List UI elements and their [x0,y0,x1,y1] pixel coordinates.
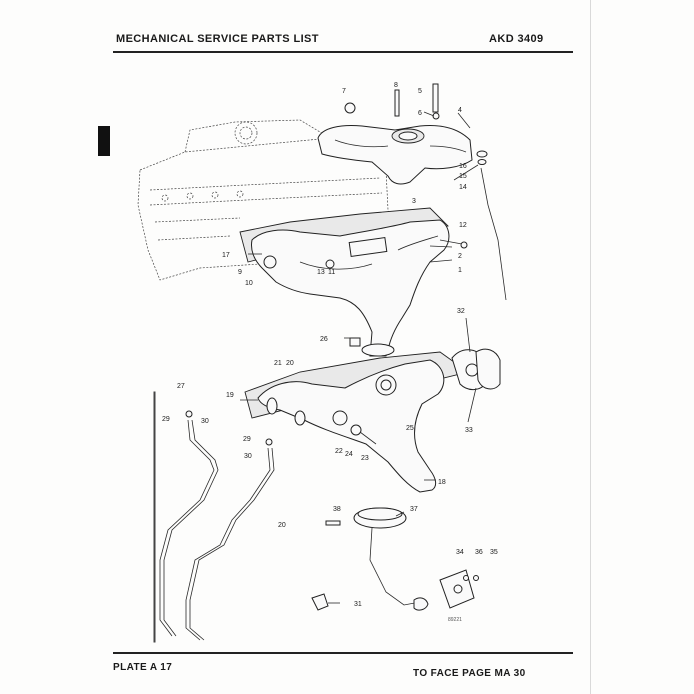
callout-34: 34 [456,549,464,556]
clamp-and-bracket [311,507,479,611]
footer-rule [113,652,573,654]
callout-21: 21 [274,360,282,367]
callout-11: 11 [328,269,335,276]
callout-19: 19 [226,392,234,399]
callout-labels: 1 2 3 4 5 6 7 8 9 10 11 12 13 14 15 16 1… [162,82,498,623]
callout-10: 10 [245,280,253,287]
callout-3: 3 [412,198,416,205]
callout-27: 27 [177,383,185,390]
plate-number: PLATE A 17 [113,662,173,673]
callout-38: 38 [333,506,341,513]
callout-8: 8 [394,82,398,89]
document-code: AKD 3409 [489,33,544,45]
callout-2: 2 [458,253,462,260]
callout-15: 15 [459,173,467,180]
callout-9: 9 [238,269,242,276]
callout-6: 6 [418,110,422,117]
callout-13: 13 [317,269,325,276]
callout-26: 26 [320,336,328,343]
callout-18: 18 [438,479,446,486]
exhaust-manifold-lower [244,337,501,493]
callout-35: 35 [490,549,498,556]
callout-32: 32 [457,308,465,315]
callout-36: 36 [475,549,483,556]
callout-30-right: 30 [244,453,252,460]
callout-16: 16 [459,163,467,170]
face-page-reference: TO FACE PAGE MA 30 [413,668,526,679]
callout-24: 24 [345,451,353,458]
callout-31: 31 [354,601,362,608]
exhaust-manifold-upper [239,207,468,357]
callout-29-right: 29 [243,436,251,443]
callout-4: 4 [458,107,462,114]
callout-30-left: 30 [201,418,209,425]
callout-23: 23 [361,455,369,462]
intake-manifold-upper [317,83,507,301]
page-edge [590,0,591,694]
callout-5: 5 [418,88,422,95]
section-tab-marker [98,126,110,156]
callout-37: 37 [410,506,418,513]
callout-29-left: 29 [162,416,170,423]
callout-25: 25 [406,425,414,432]
callout-22: 22 [335,448,343,455]
page-title: MECHANICAL SERVICE PARTS LIST [116,33,319,45]
pipe-assemblies [153,391,275,643]
callout-12: 12 [459,222,467,229]
callout-33: 33 [465,427,473,434]
drawing-reference-number: 89221 [448,617,462,623]
callout-7: 7 [342,88,346,95]
leader-lines [240,111,479,604]
callout-20-lower: 20 [278,522,286,529]
callout-20-upper: 20 [286,360,294,367]
callout-14: 14 [459,184,467,191]
header-rule [113,51,573,53]
callout-17: 17 [222,252,230,259]
callout-1: 1 [458,267,462,274]
